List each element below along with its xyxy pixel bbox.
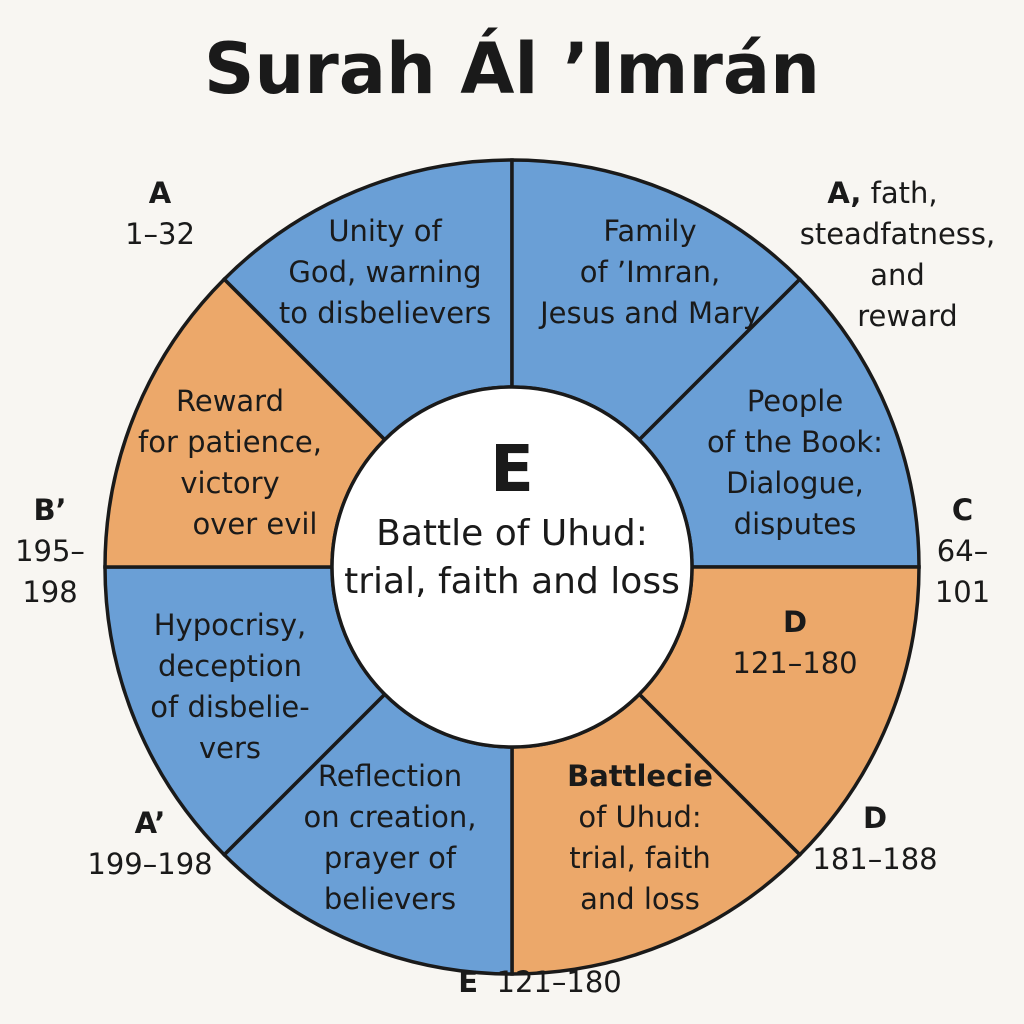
segment-line: Family bbox=[603, 214, 697, 248]
center-circle bbox=[330, 385, 694, 749]
segment-1-text: Family of ’Imran, Jesus and Mary bbox=[510, 211, 790, 334]
label-letter: B’ bbox=[33, 493, 67, 527]
segment-4-text: Battlecie of Uhud: trial, faith and loss bbox=[510, 756, 770, 920]
center-line: Battle of Uhud: bbox=[376, 513, 648, 554]
label-range: 181–188 bbox=[812, 842, 938, 876]
segment-5-text: Reflection on creation, prayer of believ… bbox=[270, 756, 510, 920]
segment-line: of ’Imran, bbox=[579, 255, 721, 289]
center-letter: E bbox=[490, 433, 534, 507]
label-letter: E bbox=[458, 965, 479, 999]
outer-label-e: E 121–180 bbox=[455, 962, 625, 1003]
label-letter: A bbox=[148, 176, 172, 210]
segment-line: prayer of bbox=[323, 841, 457, 875]
diagram-title: Surah Ál ’Imrán bbox=[204, 28, 820, 110]
segment-line: on creation, bbox=[303, 800, 477, 834]
label-range: 64– bbox=[936, 534, 989, 568]
segment-line: of Uhud: bbox=[578, 800, 702, 834]
segment-6-text: Hypocrisy, deception of disbelie- vers bbox=[115, 605, 345, 769]
segment-line: Unity of bbox=[328, 214, 442, 248]
segment-0-text: Unity of God, warning to disbelievers bbox=[245, 211, 525, 334]
segment-line: trial, faith bbox=[569, 841, 711, 875]
outer-label-a-fath: A, fath, steadfatness, and reward bbox=[775, 173, 1020, 337]
segment-line: deception bbox=[158, 649, 302, 683]
segment-line: over evil bbox=[192, 507, 318, 541]
segment-2-text: People of the Book: Dialogue, disputes bbox=[680, 381, 910, 545]
segment-line: of the Book: bbox=[707, 425, 883, 459]
segment-line: vers bbox=[198, 731, 262, 765]
segment-line: Hypocrisy, bbox=[153, 608, 307, 642]
label-range: 101 bbox=[934, 575, 991, 609]
label-range: 199–198 bbox=[87, 847, 213, 881]
outer-label-a: A 1–32 bbox=[95, 173, 225, 255]
segment-line: Battlecie bbox=[567, 759, 713, 793]
label-text: and bbox=[870, 258, 925, 292]
label-text: reward bbox=[857, 299, 958, 333]
segment-7-text: Reward for patience, victory over evil bbox=[110, 381, 350, 545]
label-range: 195– bbox=[15, 534, 85, 568]
segment-line: Jesus and Mary bbox=[540, 296, 760, 330]
label-letter: A’ bbox=[134, 806, 166, 840]
label-letter: C bbox=[951, 493, 974, 527]
segment-line: 121–180 bbox=[732, 646, 858, 680]
segment-line: God, warning bbox=[288, 255, 482, 289]
label-range: 1–32 bbox=[125, 217, 195, 251]
label-text: steadfatness, bbox=[799, 217, 996, 251]
outer-label-b-prime: B’ 195– 198 bbox=[10, 490, 90, 613]
label-letter: D bbox=[862, 801, 888, 835]
segment-line: for patience, bbox=[138, 425, 322, 459]
label-range: 198 bbox=[22, 575, 78, 609]
outer-label-a-prime: A’ 199–198 bbox=[75, 803, 225, 885]
segment-line: and loss bbox=[580, 882, 700, 916]
segment-3-text: D 121–180 bbox=[680, 602, 910, 684]
label-text: fath, bbox=[870, 176, 938, 210]
segment-line: Reflection bbox=[317, 759, 463, 793]
segment-line: People bbox=[746, 384, 844, 418]
label-range: 121–180 bbox=[496, 965, 622, 999]
segment-line: victory bbox=[180, 466, 280, 500]
center-line: trial, faith and loss bbox=[344, 561, 680, 602]
center-label: E Battle of Uhud: trial, faith and loss bbox=[332, 430, 692, 606]
segment-line: of disbelie- bbox=[150, 690, 310, 724]
segment-line: disputes bbox=[733, 507, 857, 541]
outer-label-c: C 64– 101 bbox=[925, 490, 1000, 613]
segment-line: to disbelievers bbox=[278, 296, 492, 330]
segment-line: Reward bbox=[176, 384, 284, 418]
segment-line: D bbox=[782, 605, 808, 639]
outer-label-d: D 181–188 bbox=[800, 798, 950, 880]
segment-line: believers bbox=[323, 882, 457, 916]
segment-line: Dialogue, bbox=[726, 466, 864, 500]
label-letter: A, bbox=[827, 176, 862, 210]
